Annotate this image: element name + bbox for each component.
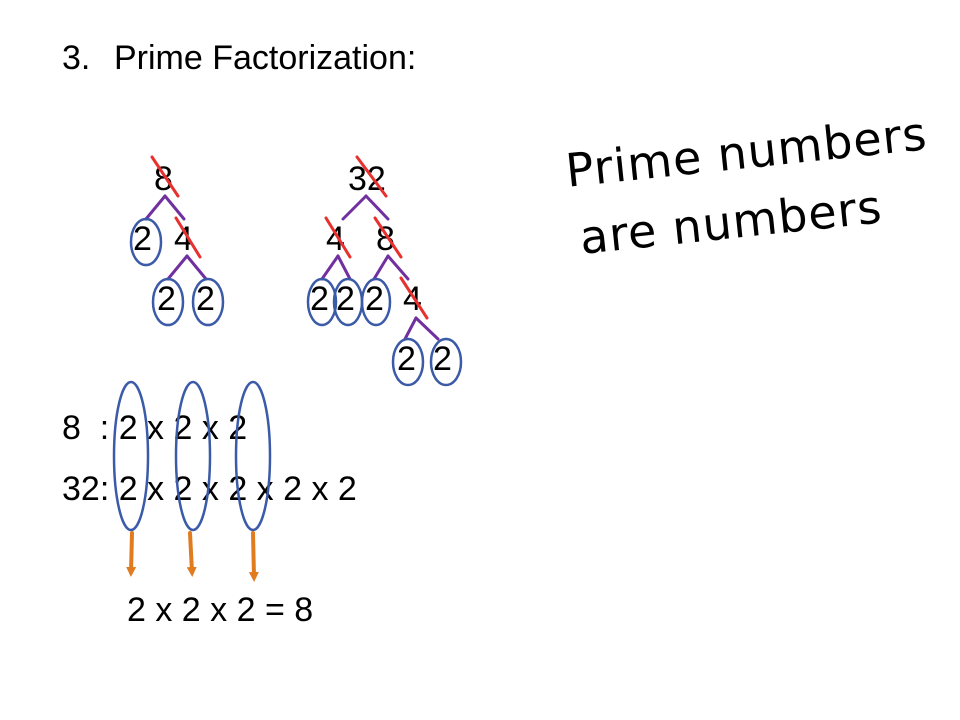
tree8-level2-left: 2 xyxy=(157,280,176,318)
tree8-root: 8 xyxy=(154,160,173,198)
tree32-branches xyxy=(320,194,440,341)
tree32-level1-left: 4 xyxy=(326,220,345,258)
tree32-root: 32 xyxy=(348,160,386,198)
tree8-level1-right: 4 xyxy=(174,220,193,258)
prime-circles xyxy=(112,217,463,532)
title-number: 3. xyxy=(62,39,91,77)
crossout-marks xyxy=(150,155,429,320)
tree32-level2-a: 2 xyxy=(310,280,329,318)
tree32-level3-a: 2 xyxy=(397,340,416,378)
tree32-level2-b: 2 xyxy=(336,280,355,318)
tree32-level1-right: 8 xyxy=(376,220,395,258)
result-equation: 2 x 2 x 2 = 8 xyxy=(127,591,314,629)
tree32-level2-c: 2 xyxy=(365,280,384,318)
orange-arrows xyxy=(126,531,259,582)
tree32-level3-b: 2 xyxy=(433,340,452,378)
tree8-level1-left: 2 xyxy=(133,220,152,258)
slide-title: Prime Factorization: xyxy=(114,39,417,77)
tree8-branches xyxy=(144,194,208,281)
tree8-level2-right: 2 xyxy=(196,280,215,318)
